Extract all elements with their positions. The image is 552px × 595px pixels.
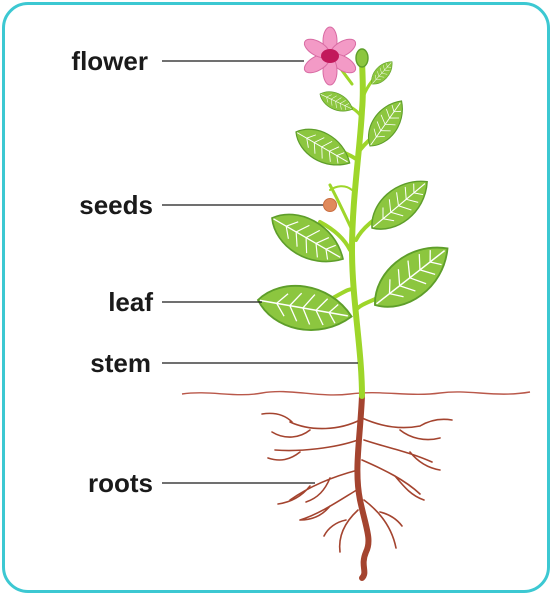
- root-icon: [262, 396, 452, 578]
- flower-icon: [301, 27, 358, 85]
- leaf-label: leaf: [13, 287, 153, 317]
- bud-icon: [356, 49, 368, 67]
- flower-label: flower: [8, 46, 148, 76]
- roots-label: roots: [13, 468, 153, 498]
- stem-label: stem: [11, 348, 151, 378]
- seeds-label: seeds: [13, 190, 153, 220]
- soil-line: [182, 392, 530, 395]
- seed-icon: [324, 199, 337, 212]
